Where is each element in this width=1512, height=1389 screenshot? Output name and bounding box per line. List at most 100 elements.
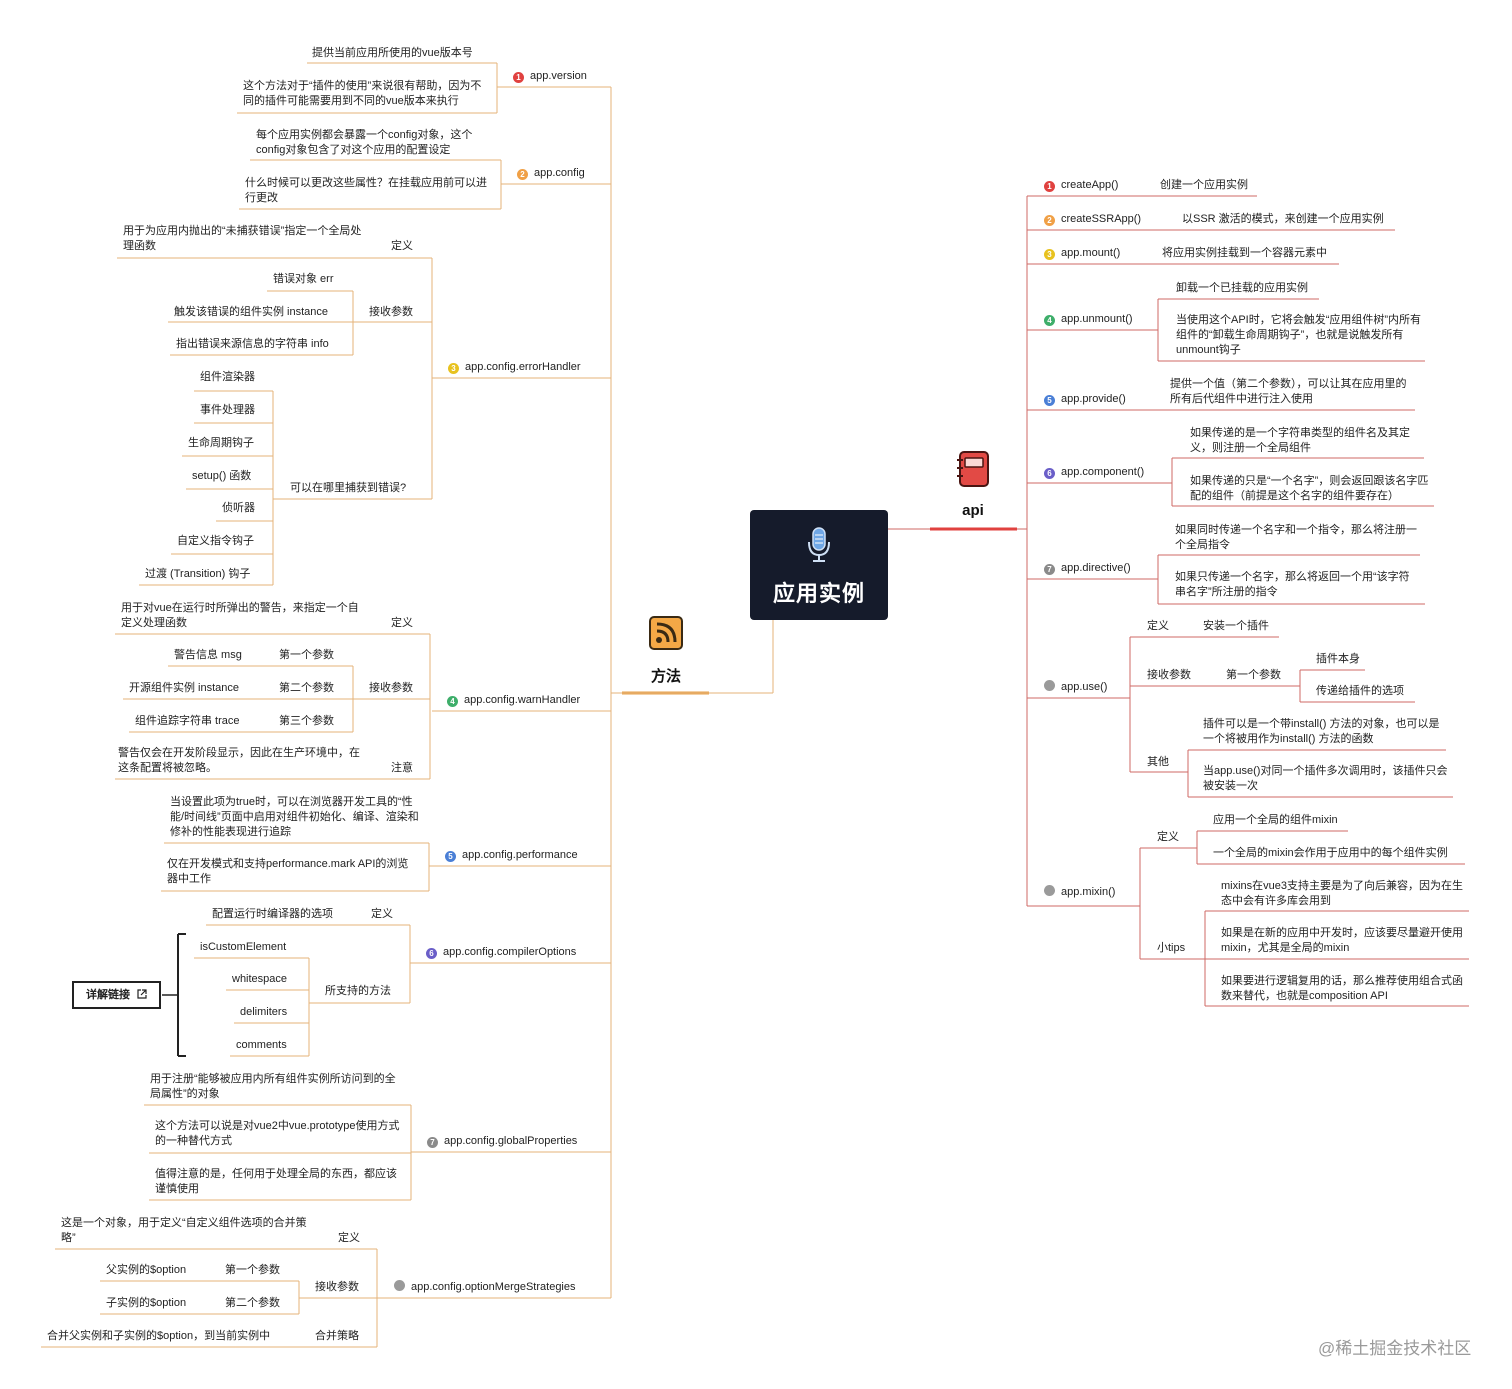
warnhandler-param-name: 开源组件实例 instance: [129, 682, 240, 694]
compileroptions-method: delimiters: [240, 1006, 288, 1018]
errorhandler-where-label: 可以在哪里捕获到错误?: [290, 482, 407, 494]
globalproperties-item: 值得注意的是，任何用于处理全局的东西，都应该谨慎使用: [155, 1168, 397, 1195]
use-params-label: 接收参数: [1147, 669, 1191, 681]
microphone-icon: [808, 527, 830, 562]
use-params-ord: 第一个参数: [1226, 669, 1281, 681]
mixin-tip: 如果要进行逻辑复用的话，那么推荐使用组合式函数来替代，也就是compositio…: [1221, 975, 1463, 1002]
warnhandler-def-label: 定义: [391, 617, 413, 629]
oms-merge-label: 合并策略: [315, 1330, 359, 1342]
number-7-icon: 7: [427, 1137, 438, 1148]
oms-merge: 合并父实例和子实例的$option，到当前实例中: [47, 1330, 271, 1342]
number-2-icon: 2: [1044, 215, 1055, 226]
mixin-tip: 如果是在新的应用中开发时，应该要尽量避开使用mixin，尤其是全局的mixin: [1221, 927, 1463, 954]
oms-param-name: 父实例的$option: [106, 1264, 187, 1276]
notebook-icon: [957, 451, 989, 487]
mixin-def: 应用一个全局的组件mixin: [1213, 814, 1338, 826]
config-desc-1: 每个应用实例都会暴露一个config对象，这个config对象包含了对这个应用的…: [256, 129, 473, 156]
errorhandler-where-item: setup() 函数: [192, 470, 252, 482]
errorhandler-where-item: 生命周期钩子: [188, 437, 254, 449]
directive-desc-1: 如果同时传递一个名字和一个指令，那么将注册一个全局指令: [1175, 524, 1417, 551]
errorhandler-where-item: 过渡 (Transition) 钩子: [145, 568, 251, 580]
mixin-def: 一个全局的mixin会作用于应用中的每个组件实例: [1213, 847, 1448, 859]
errorhandler-where-item: 自定义指令钩子: [177, 535, 254, 547]
root-title: 应用实例: [772, 581, 865, 606]
external-link-icon: [137, 989, 147, 999]
number-5-icon: 5: [1044, 395, 1055, 406]
unmount-desc-1: 卸载一个已挂载的应用实例: [1176, 282, 1308, 294]
number-3-icon: 3: [1044, 249, 1055, 260]
performance-desc-1: 当设置此项为true时，可以在浏览器开发工具的“性能/时间线”页面中启用对组件初…: [170, 796, 419, 838]
warnhandler-param-name: 警告信息 msg: [174, 649, 242, 661]
warnhandler-param-ord: 第二个参数: [279, 682, 334, 694]
number-2-icon: 2: [517, 169, 528, 180]
globalproperties-item: 这个方法可以说是对vue2中vue.prototype使用方式的一种替代方式: [155, 1120, 400, 1147]
warnhandler-params-label: 接收参数: [369, 682, 413, 694]
gray-dot-icon: [1044, 885, 1055, 896]
errorhandler-params-label: 接收参数: [369, 306, 413, 318]
oms-params-label: 接收参数: [315, 1281, 359, 1293]
version-desc-2: 这个方法对于“插件的使用”来说很有帮助，因为不同的插件可能需要用到不同的vue版…: [243, 80, 482, 107]
api-mixin[interactable]: app.mixin(): [1044, 885, 1115, 900]
method-optionmergestrategies[interactable]: app.config.optionMergeStrategies: [394, 1280, 576, 1295]
use-other: 当app.use()对同一个插件多次调用时，该插件只会被安装一次: [1203, 765, 1448, 792]
api-use[interactable]: app.use(): [1044, 680, 1107, 695]
compileroptions-method: isCustomElement: [200, 941, 287, 953]
mixin-tips-label: 小tips: [1157, 942, 1186, 954]
warnhandler-param-name: 组件追踪字符串 trace: [135, 715, 240, 727]
warnhandler-param-ord: 第一个参数: [279, 649, 334, 661]
oms-def: 这是一个对象，用于定义“自定义组件选项的合并策略”: [61, 1217, 307, 1244]
version-desc-1: 提供当前应用所使用的vue版本号: [312, 47, 473, 59]
number-4-icon: 4: [447, 696, 458, 707]
oms-def-label: 定义: [338, 1232, 360, 1244]
use-def: 安装一个插件: [1203, 620, 1269, 632]
use-param: 插件本身: [1316, 653, 1360, 665]
detail-link-button[interactable]: 详解链接: [72, 981, 161, 1009]
mixin-tip: mixins在vue3支持主要是为了向后兼容，因为在生态中会有许多库会用到: [1221, 880, 1464, 907]
number-7-icon: 7: [1044, 564, 1055, 575]
oms-param-ord: 第一个参数: [225, 1264, 280, 1276]
branch-api-label[interactable]: api: [962, 502, 984, 519]
component-desc-2: 如果传递的只是“一个名字”，则会返回跟该名字匹配的组件（前提是这个名字的组件要存…: [1190, 475, 1429, 502]
gray-dot-icon: [394, 1280, 405, 1291]
compileroptions-def: 配置运行时编译器的选项: [212, 908, 333, 920]
number-6-icon: 6: [426, 948, 437, 959]
createapp-desc: 创建一个应用实例: [1160, 179, 1248, 191]
errorhandler-param: 错误对象 err: [273, 273, 334, 285]
warnhandler-note: 警告仅会在开发阶段显示，因此在生产环境中，在这条配置将被忽略。: [118, 747, 360, 774]
number-1-icon: 1: [513, 72, 524, 83]
compileroptions-def-label: 定义: [371, 908, 393, 920]
oms-param-name: 子实例的$option: [106, 1297, 187, 1309]
directive-desc-2: 如果只传递一个名字，那么将返回一个用“该字符串名字”所注册的指令: [1175, 571, 1410, 598]
errorhandler-def: 用于为应用内抛出的“未捕获错误”指定一个全局处理函数: [123, 225, 362, 252]
performance-desc-2: 仅在开发模式和支持performance.mark API的浏览器中工作: [167, 858, 409, 885]
component-desc-1: 如果传递的是一个字符串类型的组件名及其定义，则注册一个全局组件: [1190, 427, 1410, 454]
errorhandler-def-label: 定义: [391, 240, 413, 252]
number-6-icon: 6: [1044, 468, 1055, 479]
createssrapp-desc: 以SSR 激活的模式，来创建一个应用实例: [1182, 213, 1384, 225]
errorhandler-where-item: 组件渲染器: [200, 371, 255, 383]
warnhandler-def: 用于对vue在运行时所弹出的警告，来指定一个自定义处理函数: [121, 602, 359, 629]
branch-methods-label[interactable]: 方法: [650, 668, 681, 685]
use-param: 传递给插件的选项: [1316, 685, 1404, 697]
watermark: @稀土掘金技术社区: [1318, 1339, 1472, 1358]
compileroptions-methods-label: 所支持的方法: [325, 985, 391, 997]
provide-desc: 提供一个值（第二个参数），可以让其在应用里的所有后代组件中进行注入使用: [1170, 378, 1407, 405]
root-node[interactable]: 应用实例: [750, 510, 888, 620]
number-3-icon: 3: [448, 363, 459, 374]
use-other: 插件可以是一个带install() 方法的对象，也可以是一个将被用作为insta…: [1203, 718, 1440, 745]
